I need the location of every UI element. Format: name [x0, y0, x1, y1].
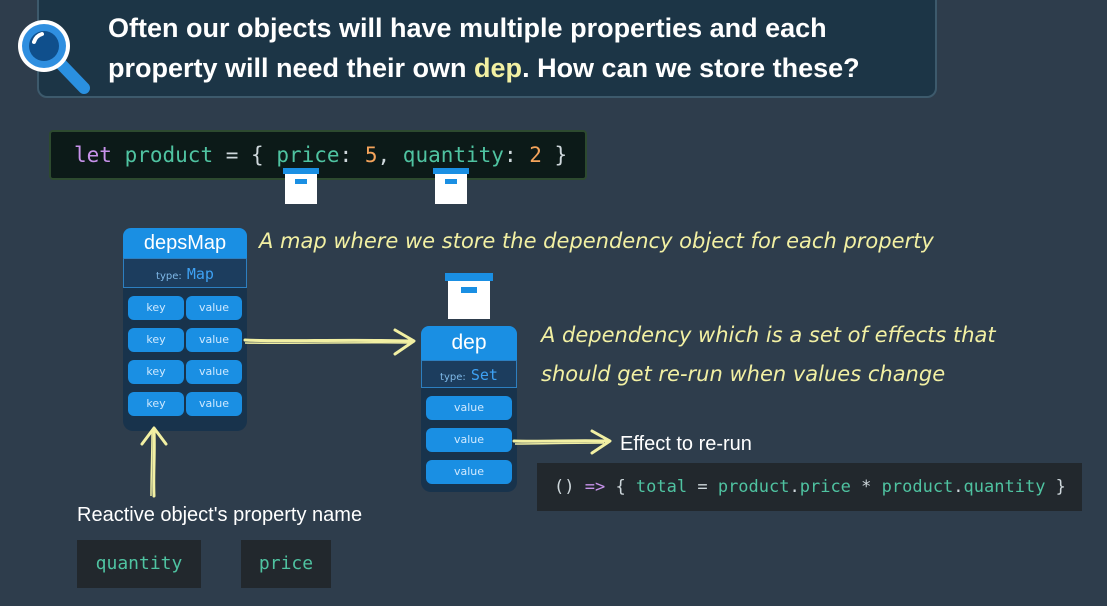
dep-title: dep: [421, 326, 517, 360]
set-value[interactable]: value: [426, 460, 512, 484]
dep-note-line-2: should get re-run when values change: [541, 362, 946, 386]
banner-line-2-end: . How can we store these?: [522, 53, 860, 83]
dep-note: A dependency which is a set of effects t…: [541, 316, 1061, 394]
property-name-box[interactable]: price: [241, 540, 331, 588]
identifier-price: price: [799, 477, 851, 497]
banner-highlight-dep: dep: [474, 53, 523, 83]
code-punct: (): [554, 477, 575, 497]
code-punct: .: [789, 477, 800, 497]
map-value[interactable]: value: [186, 296, 242, 320]
reactive-label: Reactive object's property name: [77, 504, 363, 526]
arrow-icon: [243, 328, 416, 356]
type-label: type:: [156, 271, 182, 282]
identifier-product: product: [881, 477, 954, 497]
code-punct: =: [687, 477, 718, 497]
type-label: type:: [440, 372, 466, 383]
dep-note-line-1: A dependency which is a set of effects t…: [541, 323, 996, 347]
code-arrow: =>: [574, 477, 616, 497]
storage-box-icon: [433, 168, 469, 204]
depsMap-row: key value: [128, 328, 242, 352]
banner-question: Often our objects will have multiple pro…: [108, 8, 928, 88]
banner-line-1: Often our objects will have multiple pro…: [108, 13, 827, 43]
type-value: Set: [470, 366, 498, 384]
code-punct: :: [503, 143, 530, 167]
code-punct: }: [541, 143, 568, 167]
banner-line-2-text: property will need their own: [108, 53, 475, 83]
dep-type: type: Set: [421, 360, 517, 388]
depsMap-note: A map where we store the dependency obje…: [259, 229, 934, 253]
map-key[interactable]: key: [128, 392, 184, 416]
code-punct: .: [953, 477, 964, 497]
code-punct: = {: [213, 143, 277, 167]
map-value[interactable]: value: [186, 360, 242, 384]
storage-box-icon: [283, 168, 319, 204]
depsMap-row: key value: [128, 392, 242, 416]
magnifier-icon: [18, 20, 90, 94]
map-key[interactable]: key: [128, 360, 184, 384]
keyword-let: let: [74, 143, 112, 167]
banner-line-2: property will need their own dep. How ca…: [108, 48, 928, 88]
map-key[interactable]: key: [128, 328, 184, 352]
identifier-total: total: [635, 477, 688, 497]
identifier-quantity: quantity: [963, 477, 1046, 497]
key-quantity: quantity: [402, 143, 504, 167]
depsMap-type: type: Map: [123, 258, 247, 288]
value-quantity: 2: [529, 143, 542, 167]
identifier-product: product: [717, 477, 790, 497]
header-banner: [37, 0, 937, 98]
map-value[interactable]: value: [186, 328, 242, 352]
code-punct: :: [339, 143, 365, 167]
property-name-box[interactable]: quantity: [77, 540, 201, 588]
code-punct: {: [615, 477, 636, 497]
key-price: price: [276, 143, 340, 167]
type-value: Map: [186, 265, 214, 283]
code-punct: }: [1045, 477, 1066, 497]
arrow-icon: [140, 426, 168, 498]
effect-code: () => { total = product.price * product.…: [537, 463, 1082, 511]
identifier-product: product: [124, 143, 214, 167]
value-price: 5: [364, 143, 378, 167]
depsMap-row: key value: [128, 360, 242, 384]
code-punct: *: [850, 477, 882, 497]
map-key[interactable]: key: [128, 296, 184, 320]
storage-box-icon: [445, 273, 493, 319]
depsMap-rows: key value key value key value key value: [128, 296, 242, 416]
effect-label: Effect to re-run: [620, 433, 752, 455]
depsMap-row: key value: [128, 296, 242, 320]
code-punct: ,: [377, 143, 403, 167]
set-value[interactable]: value: [426, 396, 512, 420]
map-value[interactable]: value: [186, 392, 242, 416]
set-value[interactable]: value: [426, 428, 512, 452]
product-code-line: let product = { price: 5, quantity: 2 }: [49, 130, 587, 180]
arrow-icon: [512, 429, 612, 455]
dep-values: value value value: [426, 396, 512, 484]
depsMap-title: depsMap: [123, 228, 247, 258]
